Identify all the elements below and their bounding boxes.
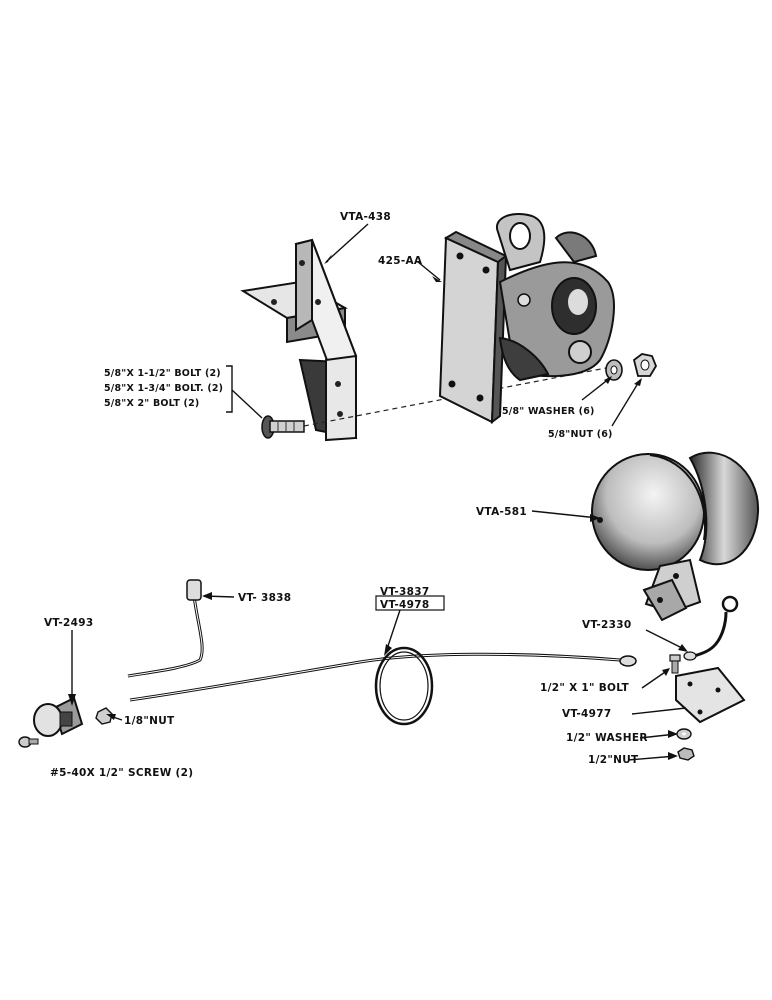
leader-lines [68,223,688,761]
label-425-aa: 425-AA [378,255,423,267]
washer-1-2 [676,728,692,740]
label-bolt-a: 5/8"X 1-1/2" BOLT (2) [104,368,221,379]
label-nut-5-8: 5/8"NUT (6) [548,429,613,440]
label-vt-2330: VT-2330 [582,619,631,631]
label-vt-2493: VT-2493 [44,617,93,629]
label-nut-1-2: 1/2"NUT [588,754,639,766]
label-washer-5-8: 5/8" WASHER (6) [502,406,595,417]
nut-1-8 [95,707,113,725]
bolt-1-2 [669,654,681,674]
label-bolt-b: 5/8"X 1-3/4" BOLT. (2) [104,383,223,394]
label-washer-1-2: 1/2" WASHER [566,732,648,744]
nut-5-8 [632,353,658,377]
strap-vt-2330 [683,595,739,661]
label-bolt-1-2: 1/2" X 1" BOLT [540,682,630,694]
screw-5-40 [18,736,39,748]
washer-5-8 [605,359,623,381]
plate-vt-4977 [675,666,746,724]
lamp-vta-581 [591,451,760,622]
label-vta-581: VTA-581 [476,506,527,518]
label-vt-4977: VT-4977 [562,708,611,720]
switch-vt-2493 [33,696,84,737]
bracket-vta-438 [240,238,358,442]
label-nut-1-8: 1/8"NUT [124,715,175,727]
wire-vt-3837 [129,646,637,726]
label-vt-4978: VT-4978 [380,599,429,611]
label-bolt-c: 5/8"X 2" BOLT (2) [104,398,199,409]
label-vt-3837: VT-3837 [380,586,429,598]
label-vta-438: VTA-438 [340,211,391,223]
wire-vt-3838 [127,579,204,678]
label-vt-3838: VT- 3838 [238,592,291,604]
nut-1-2 [677,747,695,761]
label-screw-5-40: #5-40X 1/2" SCREW (2) [50,767,193,779]
coupler-425-aa [438,213,615,425]
bolt-5-8 [261,415,305,439]
